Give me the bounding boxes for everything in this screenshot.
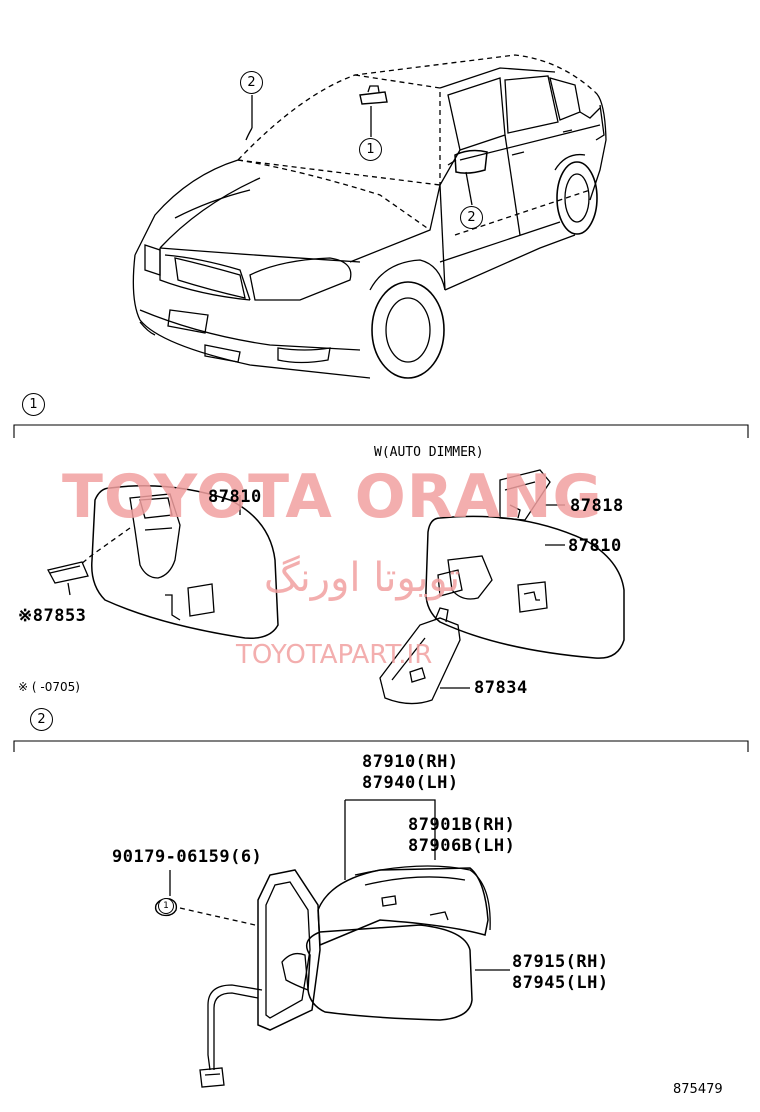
diagram-number: 875479 [673,1082,723,1097]
part-87945: 87945(LH) [512,973,609,993]
callout-2-top: 2 [240,71,263,94]
watermark-persian: تویوتا اورنگ [263,555,461,601]
callout-1-car: 1 [359,138,382,161]
part-87940: 87940(LH) [362,773,459,793]
door-mirror [154,799,510,1088]
part-87810-right: 87810 [568,536,622,556]
part-87834: 87834 [474,678,528,698]
part-87906b: 87906B(LH) [408,836,516,856]
car-illustration [132,54,607,379]
part-90179: 90179-06159(6) [112,847,263,867]
callout-2-door: 2 [460,206,483,229]
part-87818: 87818 [570,496,624,516]
part-87810-left: 87810 [208,487,262,507]
auto-dimmer-label: W(AUTO DIMMER) [374,445,484,460]
watermark-url: TOYOTAPART.IR [236,640,433,670]
section-2-callout: 2 [30,708,53,731]
section-1-callout: 1 [22,393,45,416]
part-87853: ※87853 [18,606,87,626]
inner-mirror-right [379,469,625,705]
part-87901b: 87901B(RH) [408,815,516,835]
clip-callout: 1 [158,898,174,914]
part-87915: 87915(RH) [512,952,609,972]
part-87910: 87910(RH) [362,752,459,772]
note-label: ※ ( -0705) [18,680,80,694]
watermark-brand: TOYOTA ORANG [62,462,603,532]
inner-mirror-left [47,485,279,639]
